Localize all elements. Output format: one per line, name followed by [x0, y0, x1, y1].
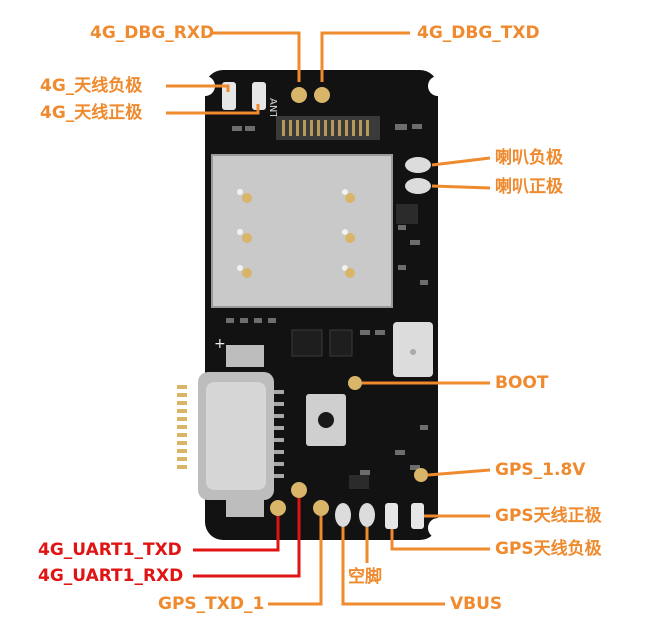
nc-pad [359, 503, 375, 527]
leader-spk-neg [431, 156, 491, 167]
label-gps-ant-pos: GPS天线正极 [495, 506, 602, 526]
uart-txd-pad [270, 500, 286, 516]
leader-gps-1v8 [427, 468, 491, 477]
leader-dbg-txd [320, 31, 410, 82]
ic-chip [396, 204, 418, 224]
ic-chip [329, 329, 353, 357]
label-spk-neg: 喇叭负极 [495, 148, 563, 168]
label-gps-txd: GPS_TXD_1 [158, 594, 265, 614]
silk-ant: ANT [267, 98, 278, 119]
label-uart-rxd: 4G_UART1_RXD [38, 566, 184, 586]
leader-vbus [341, 527, 445, 606]
vbus-pad [335, 503, 351, 527]
gps-ant-pos-pad [411, 503, 424, 529]
ant-neg-pad [222, 82, 236, 110]
leader-spk-pos [431, 184, 491, 190]
label-boot: BOOT [495, 373, 549, 393]
label-ant-neg: 4G_天线负极 [40, 76, 143, 96]
label-gps-1v8: GPS_1.8V [495, 460, 586, 480]
leader-uart-rxd [193, 498, 301, 578]
fpc-connector [276, 116, 380, 140]
board-notch [428, 518, 448, 538]
label-vbus: VBUS [450, 594, 503, 614]
label-spk-pos: 喇叭正极 [495, 177, 563, 197]
spk-neg-pad [405, 157, 431, 173]
boot-pad [348, 376, 362, 390]
ant-pos-pad [252, 82, 266, 110]
leader-gps-txd [268, 516, 323, 606]
leader-ant-neg [166, 84, 230, 92]
uart-rxd-pad [291, 482, 307, 498]
label-ant-pos: 4G_天线正极 [40, 103, 143, 123]
gps-ant-neg-pad [385, 503, 398, 529]
spk-pos-pad [405, 178, 431, 194]
leader-dbg-rxd [210, 31, 301, 82]
ic-chip [291, 329, 323, 357]
label-uart-txd: 4G_UART1_TXD [38, 540, 182, 560]
label-gps-ant-neg: GPS天线负极 [495, 539, 602, 559]
label-nc: 空脚 [348, 567, 382, 587]
dbg-rxd-pad [291, 87, 307, 103]
gps-txd-pad [313, 500, 329, 516]
label-dbg-rxd: 4G_DBG_RXD [90, 23, 215, 43]
leader-gps-ant-neg [390, 529, 490, 551]
board-notch [428, 76, 448, 96]
label-dbg-txd: 4G_DBG_TXD [417, 23, 540, 43]
leader-ant-pos [166, 104, 260, 115]
dbg-txd-pad [314, 87, 330, 103]
leader-uart-txd [193, 516, 280, 552]
silk-plus: + [214, 336, 226, 352]
gps-1v8-pad [414, 468, 428, 482]
